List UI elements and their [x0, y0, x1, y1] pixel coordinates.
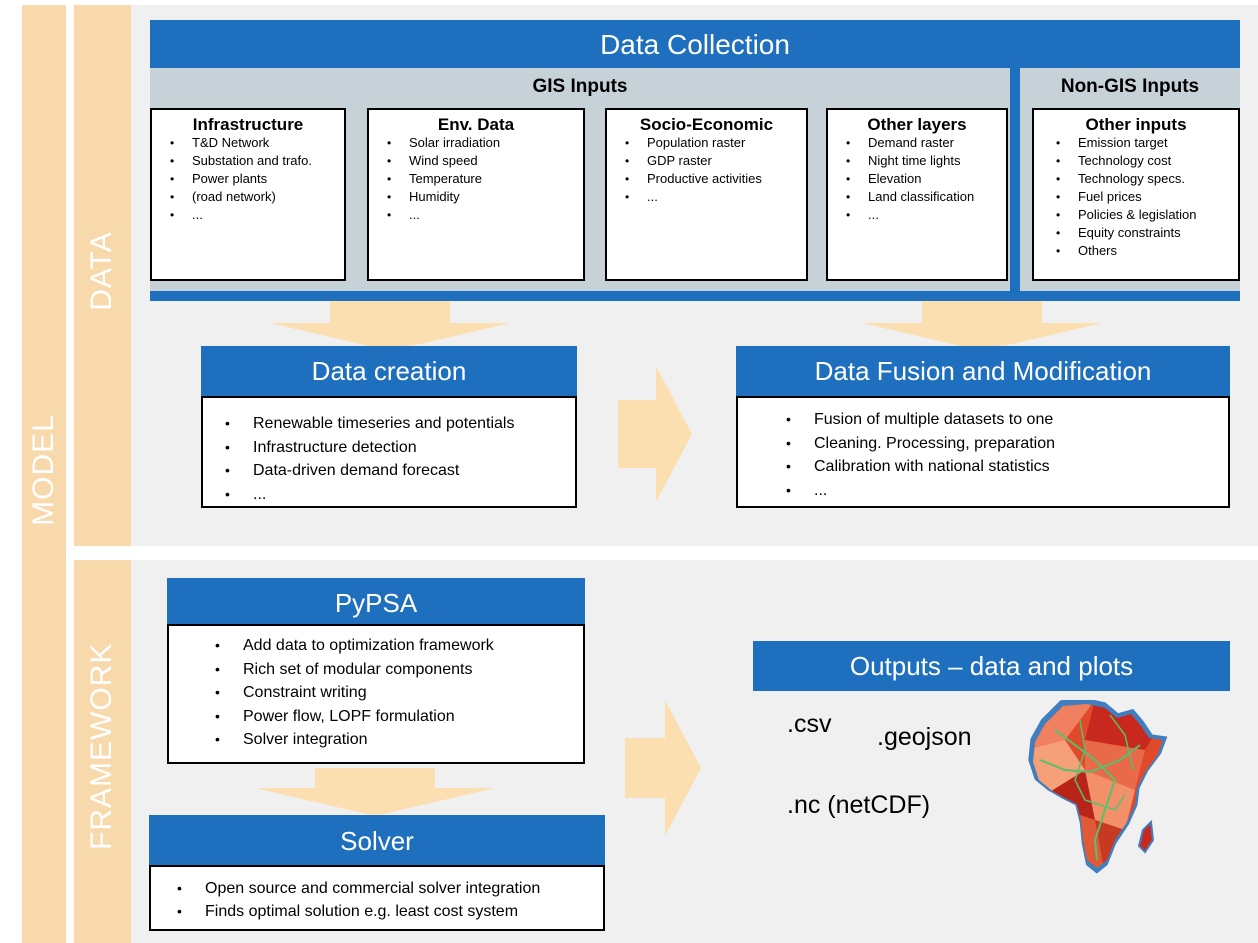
framework-label: FRAMEWORK: [85, 642, 118, 850]
right-arrow-icon: [618, 366, 692, 502]
list-item: Technology cost: [1056, 152, 1238, 170]
list-item: Power plants: [170, 170, 344, 188]
env-data-title: Env. Data: [437, 115, 515, 134]
list-item: Cleaning. Processing, preparation: [786, 432, 1228, 456]
pypsa-header: PyPSA: [167, 578, 585, 624]
down-arrow-icon: [270, 301, 510, 351]
list-item: Equity constraints: [1056, 224, 1238, 242]
model-band: [22, 5, 66, 943]
outputs-header: Outputs – data and plots: [753, 641, 1230, 691]
other-inputs-title: Other inputs: [1085, 115, 1187, 134]
data-label: DATA: [85, 231, 118, 311]
list-item: Others: [1056, 242, 1238, 260]
list-item: ...: [625, 188, 806, 206]
other-inputs-card: Other inputs Emission target Technology …: [1032, 108, 1240, 281]
list-item: Fusion of multiple datasets to one: [786, 408, 1228, 432]
other-layers-title: Other layers: [867, 115, 967, 134]
nongis-inputs-title: Non-GIS Inputs: [1060, 76, 1200, 97]
list-item: ...: [225, 483, 575, 507]
infrastructure-title: Infrastructure: [192, 115, 304, 134]
down-arrow-icon: [862, 301, 1102, 351]
other-layers-card: Other layers Demand raster Night time li…: [826, 108, 1008, 281]
list-item: Wind speed: [387, 152, 583, 170]
list-item: Data-driven demand forecast: [225, 459, 575, 483]
right-arrow-icon: [625, 700, 701, 836]
list-item: Solar irradiation: [387, 134, 583, 152]
list-item: Power flow, LOPF formulation: [215, 705, 583, 729]
geojson-output: .geojson: [877, 723, 972, 751]
list-item: Land classification: [846, 188, 1006, 206]
list-item: Productive activities: [625, 170, 806, 188]
list-item: Calibration with national statistics: [786, 455, 1228, 479]
list-item: Open source and commercial solver integr…: [177, 877, 603, 900]
gis-inputs-title: GIS Inputs: [532, 76, 628, 97]
list-item: Finds optimal solution e.g. least cost s…: [177, 900, 603, 923]
list-item: Infrastructure detection: [225, 436, 575, 460]
list-item: T&D Network: [170, 134, 344, 152]
socio-economic-title: Socio-Economic: [639, 115, 774, 134]
data-fusion-header: Data Fusion and Modification: [736, 346, 1230, 396]
data-creation-header: Data creation: [201, 346, 577, 396]
list-item: Temperature: [387, 170, 583, 188]
list-item: ...: [387, 206, 583, 224]
list-item: Constraint writing: [215, 681, 583, 705]
data-fusion-box: Fusion of multiple datasets to one Clean…: [736, 396, 1230, 508]
pypsa-box: Add data to optimization framework Rich …: [167, 624, 585, 764]
solver-box: Open source and commercial solver integr…: [149, 865, 605, 931]
csv-output: .csv: [787, 710, 832, 738]
list-item: Policies & legislation: [1056, 206, 1238, 224]
list-item: Renewable timeseries and potentials: [225, 412, 575, 436]
list-item: (road network): [170, 188, 344, 206]
model-label: MODEL: [27, 414, 60, 526]
list-item: Solver integration: [215, 728, 583, 752]
down-arrow-icon: [255, 768, 495, 816]
list-item: GDP raster: [625, 152, 806, 170]
list-item: Population raster: [625, 134, 806, 152]
list-item: Demand raster: [846, 134, 1006, 152]
data-creation-box: Renewable timeseries and potentials Infr…: [201, 396, 577, 508]
data-collection-title: Data Collection: [600, 29, 790, 60]
list-item: Night time lights: [846, 152, 1006, 170]
africa-map-icon: [1028, 700, 1168, 874]
framework-band: [74, 560, 131, 943]
list-item: Substation and trafo.: [170, 152, 344, 170]
list-item: Elevation: [846, 170, 1006, 188]
list-item: Fuel prices: [1056, 188, 1238, 206]
list-item: ...: [786, 479, 1228, 503]
data-band: [74, 5, 131, 546]
list-item: Emission target: [1056, 134, 1238, 152]
netcdf-output: .nc (netCDF): [787, 791, 931, 819]
env-data-card: Env. Data Solar irradiation Wind speed T…: [367, 108, 585, 281]
list-item: ...: [170, 206, 344, 224]
socio-economic-card: Socio-Economic Population raster GDP ras…: [605, 108, 808, 281]
list-item: Humidity: [387, 188, 583, 206]
solver-header: Solver: [149, 815, 605, 865]
list-item: Rich set of modular components: [215, 658, 583, 682]
list-item: Technology specs.: [1056, 170, 1238, 188]
infrastructure-card: Infrastructure T&D Network Substation an…: [150, 108, 346, 281]
list-item: ...: [846, 206, 1006, 224]
list-item: Add data to optimization framework: [215, 634, 583, 658]
